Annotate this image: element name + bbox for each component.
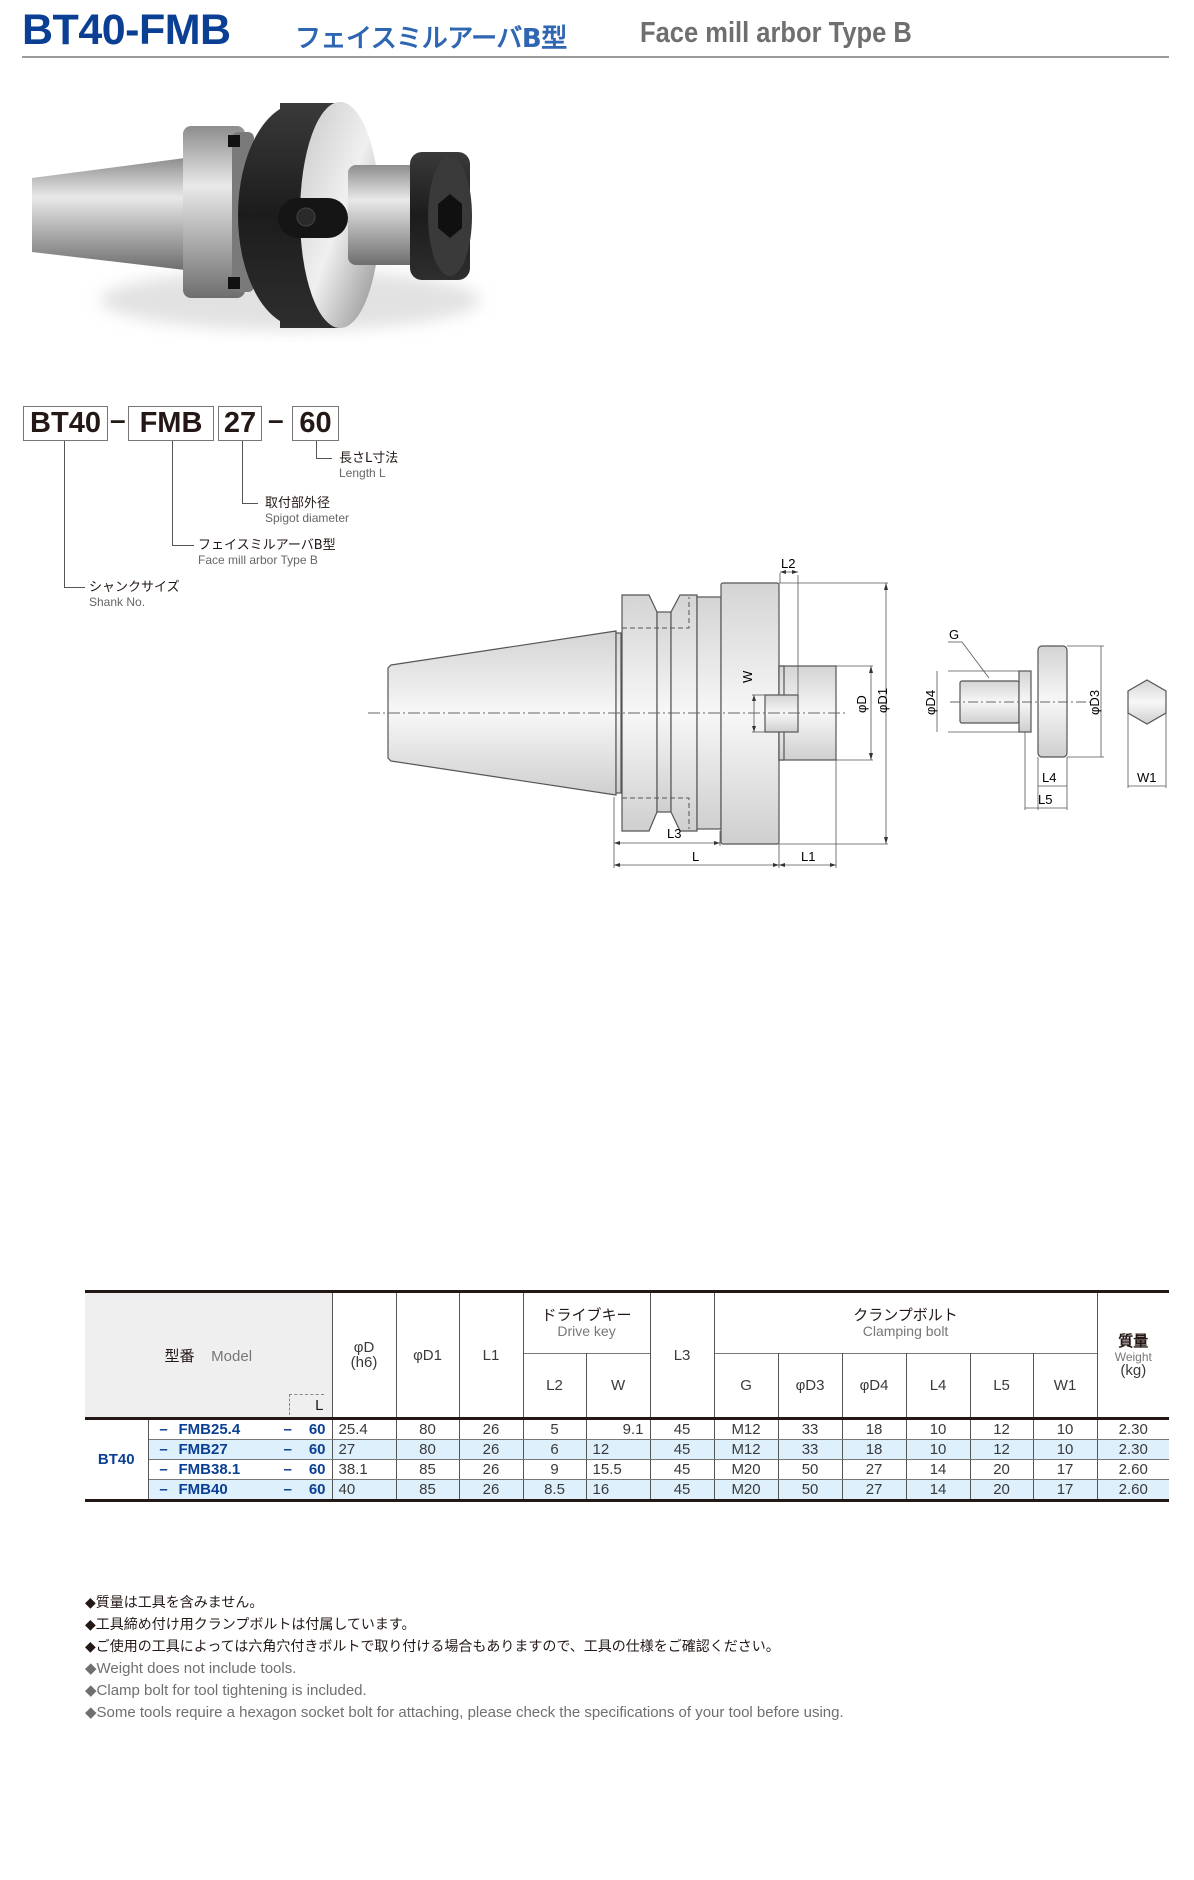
header-L-marker: L <box>288 1394 324 1415</box>
note-en: ◆Some tools require a hexagon socket bol… <box>85 1704 844 1721</box>
code-part-type: FMB <box>128 406 214 441</box>
svg-text:φD4: φD4 <box>923 690 938 715</box>
svg-text:W1: W1 <box>1137 770 1157 785</box>
legend-type: フェイスミルアーバB型 Face mill arbor Type B <box>198 538 336 567</box>
legend-length: 長さL寸法 Length L <box>339 451 399 480</box>
code-part-spigot: 27 <box>218 406 262 441</box>
note-jp: ◆ご使用の工具によっては六角穴付きボルトで取り付ける場合もありますので、工具の仕… <box>85 1639 780 1655</box>
header-model: 型番 Model L <box>85 1290 333 1419</box>
leader-line <box>242 441 243 503</box>
model-cell: –FMB40–60 <box>148 1479 333 1502</box>
header-clamping-bolt: クランプボルト Clamping bolt <box>713 1290 1098 1354</box>
note-jp: ◆工具締め付け用クランプボルトは付属しています。 <box>85 1617 416 1633</box>
svg-text:L5: L5 <box>1038 792 1052 807</box>
header-phiD4: φD4 <box>841 1353 907 1419</box>
code-separator: – <box>268 404 284 435</box>
svg-text:L: L <box>692 849 699 864</box>
leader-line <box>172 545 194 546</box>
svg-text:G: G <box>949 627 959 642</box>
page-title: BT40-FMB <box>22 6 231 54</box>
page-subtitle-jp: フェイスミルアーバB型 <box>295 24 567 54</box>
table-row: –FMB40–60 40 85 26 8.5 16 45 M20 50 27 1… <box>85 1479 1170 1502</box>
spec-table: 型番 Model L φD (h6) φD1 L1 ドライブキー Drive k… <box>85 1290 1170 1502</box>
header-L5: L5 <box>969 1353 1034 1419</box>
table-row: –FMB27–60 27 80 26 6 12 45 M12 33 18 10 … <box>85 1439 1170 1460</box>
svg-text:L4: L4 <box>1042 770 1056 785</box>
leader-line <box>64 587 85 588</box>
note-en: ◆Clamp bolt for tool tightening is inclu… <box>85 1682 367 1699</box>
leader-line <box>64 441 65 587</box>
svg-text:φD: φD <box>854 695 869 713</box>
header-weight: 質量 Weight (kg) <box>1096 1290 1170 1419</box>
table-row: –FMB38.1–60 38.1 85 26 9 15.5 45 M20 50 … <box>85 1459 1170 1480</box>
header-L1: L1 <box>458 1290 524 1419</box>
legend-spigot: 取付部外径 Spigot diameter <box>265 496 350 525</box>
leader-line <box>316 458 332 459</box>
note-jp: ◆質量は工具を含みません。 <box>85 1595 264 1611</box>
page-subtitle-en: Face mill arbor Type B <box>640 17 912 49</box>
legend-shank: シャンクサイズ Shank No. <box>89 580 180 609</box>
table-row: BT40 –FMB25.4–60 25.4 80 26 5 9.1 45 M12… <box>85 1417 1170 1502</box>
series-cell: BT40 <box>85 1417 149 1502</box>
header-W1: W1 <box>1032 1353 1098 1419</box>
header-drive-key: ドライブキー Drive key <box>522 1290 651 1354</box>
header-phiD: φD (h6) <box>331 1290 397 1419</box>
model-cell: –FMB27–60 <box>148 1439 333 1460</box>
leader-line <box>242 503 258 504</box>
header-W: W <box>585 1353 651 1419</box>
code-part-shank: BT40 <box>23 406 108 441</box>
header-L4: L4 <box>905 1353 971 1419</box>
header-L3: L3 <box>649 1290 715 1419</box>
note-en: ◆Weight does not include tools. <box>85 1660 297 1677</box>
svg-text:L3: L3 <box>667 826 681 841</box>
dim-L2: L2 <box>781 556 795 571</box>
svg-text:L1: L1 <box>801 849 815 864</box>
header-phiD1: φD1 <box>395 1290 460 1419</box>
header-phiD3: φD3 <box>777 1353 843 1419</box>
svg-text:W: W <box>740 670 755 683</box>
header-G: G <box>713 1353 779 1419</box>
model-cell: –FMB38.1–60 <box>148 1459 333 1480</box>
svg-text:φD1: φD1 <box>875 688 890 713</box>
product-photo <box>32 102 480 330</box>
model-cell: –FMB25.4–60 <box>148 1417 333 1440</box>
leader-line <box>316 441 317 458</box>
code-part-length: 60 <box>292 406 339 441</box>
header-L2: L2 <box>522 1353 587 1419</box>
notes: ◆質量は工具を含みません。 ◆工具締め付け用クランプボルトは付属しています。 ◆… <box>85 1592 844 1724</box>
code-separator: – <box>110 404 126 435</box>
title-divider <box>22 56 1169 58</box>
leader-line <box>172 441 173 545</box>
svg-text:φD3: φD3 <box>1087 690 1102 715</box>
